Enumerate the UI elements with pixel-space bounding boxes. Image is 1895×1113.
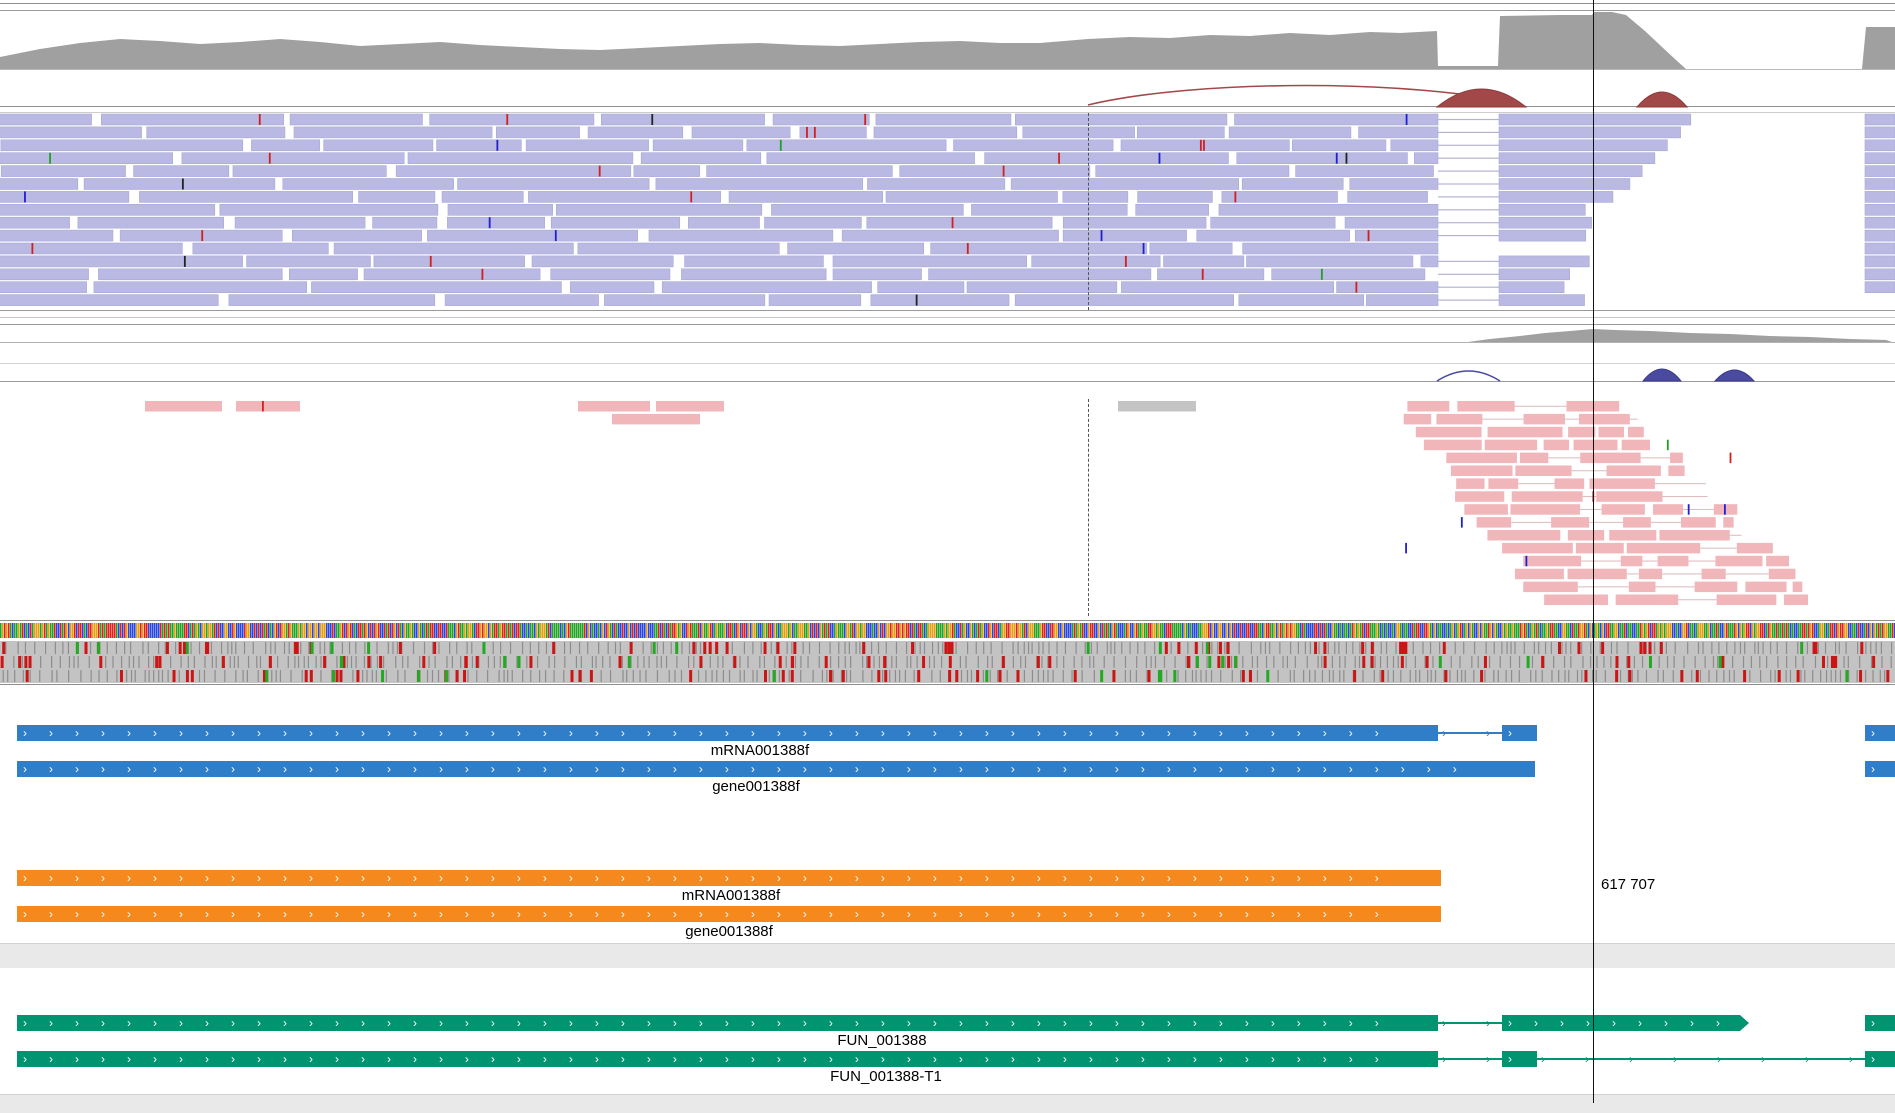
separator-line <box>0 310 1895 311</box>
track-spacer-band <box>0 943 1895 968</box>
gene-label-gene-blue: gene001388f <box>712 778 800 795</box>
separator-line <box>0 684 1895 685</box>
alignment-track-rnaseq2[interactable] <box>0 399 1895 616</box>
separator-line <box>0 342 1895 343</box>
separator-line <box>0 106 1895 107</box>
gene-label-fun-001388-t1: FUN_001388-T1 <box>830 1068 942 1085</box>
separator-line <box>0 69 1895 70</box>
gene-feature-gene001388f-orange[interactable]: ››››››››››››››››››››››››››››››››››››››››… <box>0 906 1895 922</box>
bottom-band <box>0 1094 1895 1113</box>
sequence-track[interactable] <box>0 623 1895 639</box>
translation-track[interactable] <box>0 641 1895 684</box>
center-guide-line <box>1088 399 1089 616</box>
gene-feature-gene001388f-blue[interactable]: ››››››››››››››››››››››››››››››››››››››››… <box>0 761 1895 777</box>
coverage-track-rnaseq2[interactable] <box>0 326 1895 342</box>
position-label: 617 707 <box>1601 876 1656 893</box>
gene-feature-fun-001388[interactable]: ››››››››››››››››››››››››››››››››››››››››… <box>0 1015 1895 1031</box>
gene-feature-mrna001388f-blue[interactable]: ››››››››››››››››››››››››››››››››››››››››… <box>0 725 1895 741</box>
gene-feature-fun-001388-t1[interactable]: ››››››››››››››››››››››››››››››››››››››››… <box>0 1051 1895 1067</box>
gene-label-mrna-orange: mRNA001388f <box>681 887 781 904</box>
separator-line <box>0 324 1895 325</box>
separator-line <box>0 363 1895 364</box>
gene-label-fun-001388: FUN_001388 <box>837 1032 927 1049</box>
separator-line <box>0 3 1895 4</box>
coverage-track-rnaseq1[interactable] <box>0 14 1895 69</box>
gene-label-gene-orange: gene001388f <box>685 923 773 940</box>
alignment-track-rnaseq1[interactable] <box>0 113 1895 310</box>
separator-line <box>0 317 1895 318</box>
junction-track-rnaseq2[interactable] <box>0 345 1895 381</box>
junction-track-rnaseq1[interactable] <box>0 70 1895 112</box>
separator-line <box>0 10 1895 11</box>
separator-line <box>0 112 1895 113</box>
separator-line <box>0 381 1895 382</box>
gene-label-mrna-blue: mRNA001388f <box>710 742 810 759</box>
separator-line <box>0 620 1895 621</box>
